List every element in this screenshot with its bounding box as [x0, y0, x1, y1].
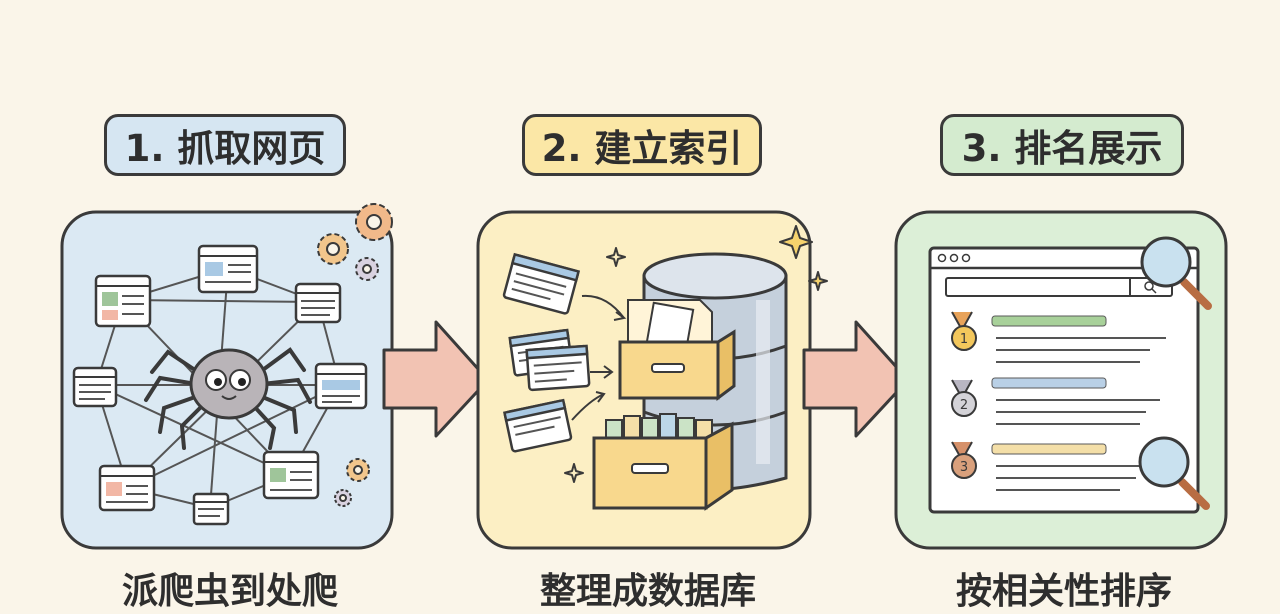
index-panel [476, 210, 828, 550]
flow-arrow [802, 320, 910, 438]
rank-label: 2 [960, 398, 968, 413]
search-bar [945, 277, 1173, 297]
document-cards [502, 252, 591, 453]
result-row [991, 315, 1166, 363]
webpage-icon [98, 464, 156, 512]
motion-arrows [571, 294, 627, 421]
gear-icon [334, 489, 352, 507]
webpage-icon [262, 450, 320, 500]
webpage-icon [94, 274, 152, 328]
rank-panel: 1 2 3 [894, 210, 1228, 550]
medal-bronze-icon: 3 [951, 441, 977, 479]
gear-icon [355, 257, 379, 281]
webpage-icon [294, 282, 342, 324]
rank-label: 1 [960, 332, 968, 347]
magnifier-icon [1138, 436, 1210, 510]
crawl-panel [60, 203, 394, 550]
gear-icon [317, 233, 349, 265]
file-drawer [618, 299, 736, 401]
webpage-icon [197, 244, 259, 294]
step-3-caption: 按相关性排序 [955, 571, 1172, 612]
webpage-icon [72, 366, 118, 408]
webpage-icon [192, 492, 230, 526]
webpage-nodes [72, 244, 368, 526]
step-2-title: 2. 建立索引 [522, 114, 762, 176]
flow-arrow [382, 320, 490, 438]
search-icon [1144, 281, 1157, 294]
step-1-caption: 派爬虫到处爬 [121, 571, 338, 612]
browser-window: 1 2 3 [928, 246, 1200, 514]
magnifier-icon [1140, 236, 1212, 310]
gear-icon [355, 203, 393, 241]
step-2-caption: 整理成数据库 [539, 571, 756, 612]
step-3-title: 3. 排名展示 [940, 114, 1184, 176]
file-drawer [592, 413, 734, 511]
spider-crawler-icon [144, 347, 312, 450]
gear-icons [317, 203, 393, 507]
step-1-title: 1. 抓取网页 [104, 114, 346, 176]
rank-label: 3 [960, 460, 968, 475]
sparkle-icons [564, 225, 828, 483]
webpage-icon [314, 362, 368, 410]
result-row [991, 377, 1160, 425]
result-row [991, 443, 1146, 491]
medal-silver-icon: 2 [951, 379, 977, 417]
gear-icon [346, 458, 370, 482]
medal-gold-icon: 1 [951, 311, 977, 351]
